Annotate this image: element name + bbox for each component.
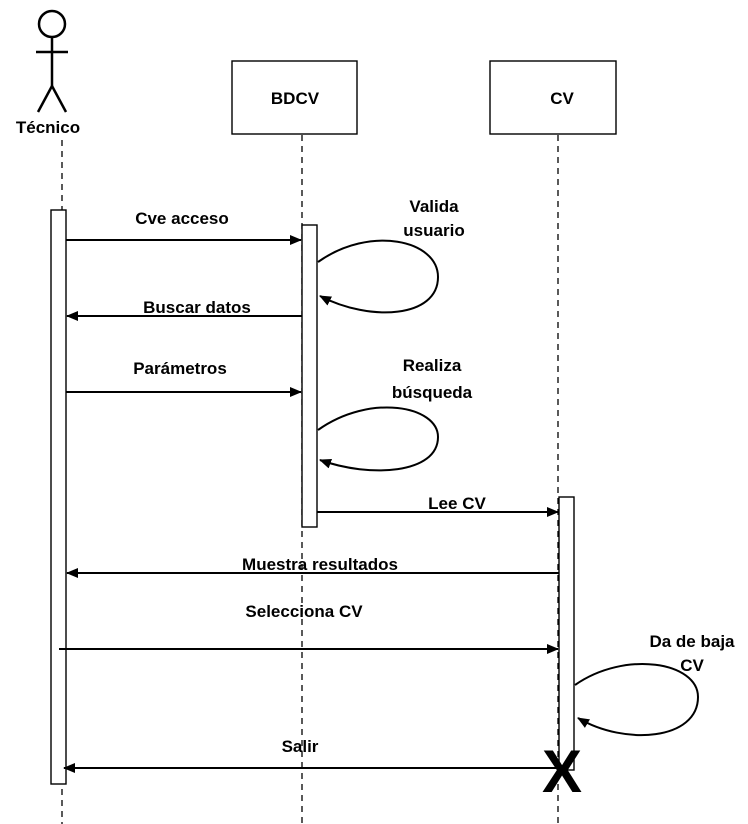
message-label-buscar-datos: Buscar datos — [143, 298, 251, 317]
object-box-bdcv — [231, 60, 358, 135]
object-box-cv — [489, 60, 617, 135]
actor-tecnico: Técnico — [16, 9, 80, 137]
message-label-da-de-baja: Da de baja — [649, 632, 735, 651]
destroy-x-icon: X — [542, 738, 582, 805]
self-message-loop-realiza-busqueda — [317, 406, 440, 472]
message-label-cv: CV — [680, 656, 704, 675]
activation-tecnico — [50, 209, 67, 785]
activation-cv — [558, 496, 575, 771]
object-cv: CV — [489, 60, 617, 135]
actor-right-leg — [50, 85, 68, 113]
object-bdcv: BDCV — [231, 60, 358, 135]
activation-bdcv — [301, 224, 318, 528]
message-label-valida: Valida — [409, 197, 459, 216]
message-label-usuario: usuario — [403, 221, 464, 240]
message-label-salir: Salir — [282, 737, 319, 756]
message-label-parametros: Parámetros — [133, 359, 227, 378]
object-label-bdcv: BDCV — [271, 89, 320, 108]
actor-head-icon — [37, 9, 67, 39]
actor-left-leg — [36, 85, 54, 113]
self-message-loop-valida-usuario — [317, 239, 440, 314]
message-label-cve-acceso: Cve acceso — [135, 209, 229, 228]
message-label-selecciona-cv: Selecciona CV — [245, 602, 363, 621]
actor-label: Técnico — [16, 118, 80, 137]
self-message-loop-da-de-baja — [574, 663, 700, 737]
message-label-lee-cv: Lee CV — [428, 494, 486, 513]
message-label-busqueda: búsqueda — [392, 383, 473, 402]
message-label-muestra-resultados: Muestra resultados — [242, 555, 398, 574]
object-label-cv: CV — [550, 89, 574, 108]
message-label-realiza: Realiza — [403, 356, 462, 375]
